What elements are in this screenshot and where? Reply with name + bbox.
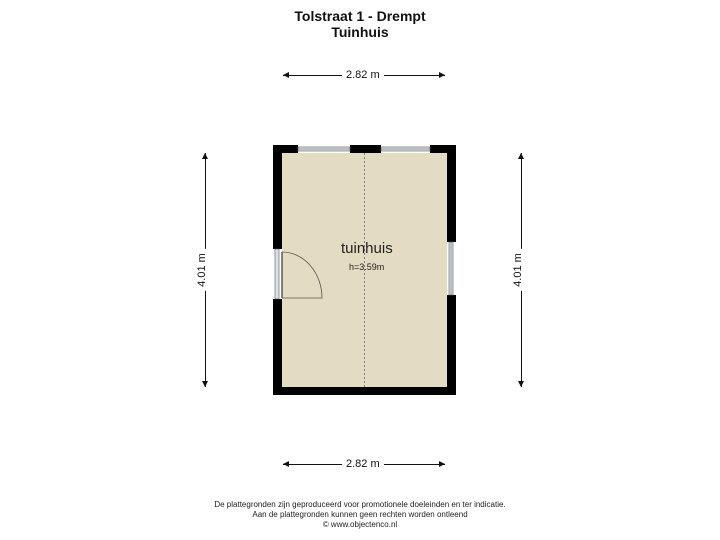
bottom-dimension-arrow-left <box>283 461 289 467</box>
right-dimension-arrow-bottom <box>518 381 524 387</box>
bottom-dimension-label: 2.82 m <box>342 458 384 470</box>
top-dimension-arrow-left <box>283 72 289 78</box>
right-window <box>447 241 456 296</box>
top-dimension-label: 2.82 m <box>342 69 384 81</box>
plan-floor-title: Tuinhuis <box>331 24 389 40</box>
left-dimension-arrow-bottom <box>202 381 208 387</box>
room-name-label: tuinhuis <box>341 240 393 257</box>
left-dimension-arrow-top <box>202 153 208 159</box>
plan-address-title: Tolstraat 1 - Drempt <box>294 8 426 24</box>
right-dimension-arrow-top <box>518 153 524 159</box>
top-window-left <box>297 145 351 153</box>
disclaimer-line-2: Aan de plattegronden kunnen geen rechten… <box>252 510 468 519</box>
top-window-right <box>380 145 431 153</box>
copyright-line: © www.objectenco.nl <box>322 520 398 529</box>
top-dimension-arrow-right <box>439 72 445 78</box>
bottom-dimension-arrow-right <box>439 461 445 467</box>
disclaimer-line-1: De plattegronden zijn geproduceerd voor … <box>214 500 506 509</box>
door <box>273 248 323 300</box>
room-height-label: h=3.59m <box>349 262 385 272</box>
